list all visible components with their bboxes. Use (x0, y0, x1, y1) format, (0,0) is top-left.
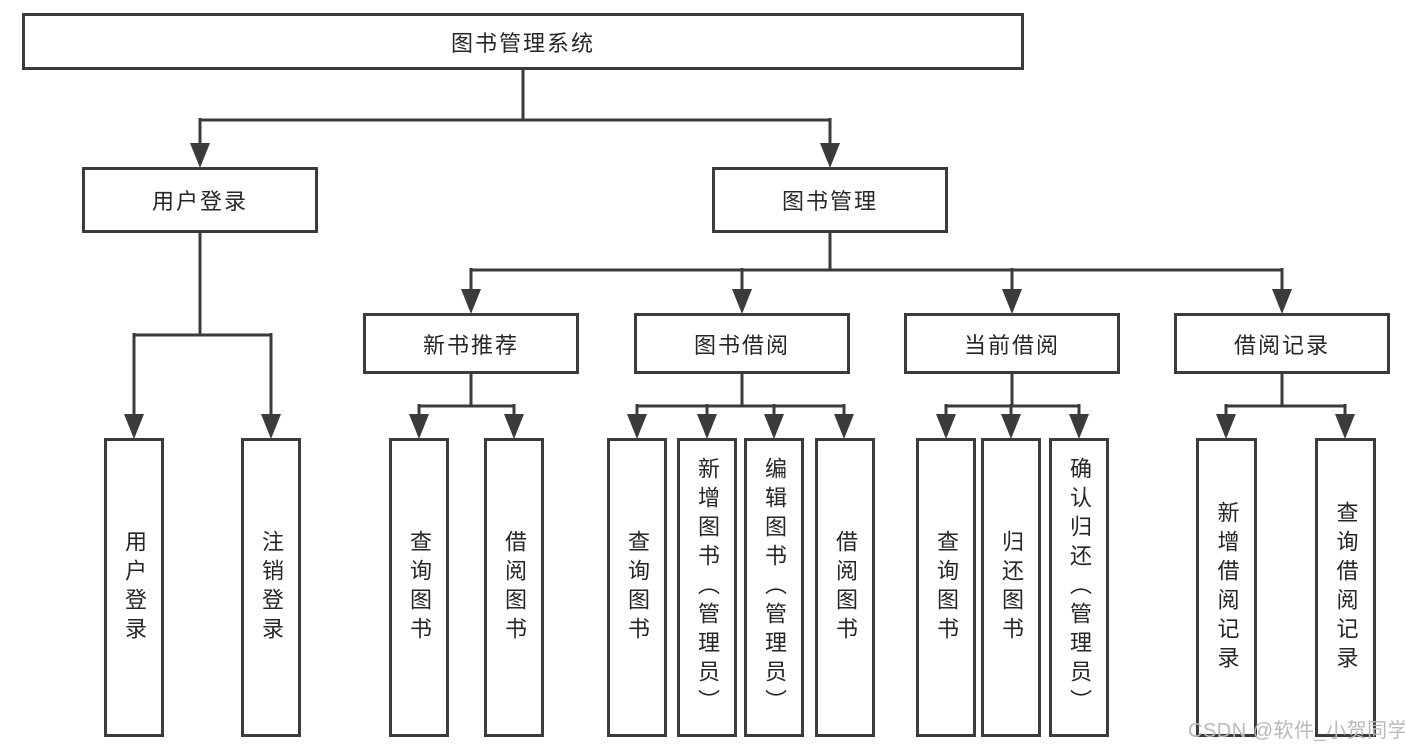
connector-borrow-to-leaves (627, 374, 854, 439)
leaf-query-books-recommend: 查询图书 (389, 438, 449, 737)
node-borrow-records-label: 借阅记录 (1233, 332, 1330, 358)
connector-current-to-leaves (936, 374, 1089, 439)
connector-management-to-level3 (461, 233, 1292, 314)
node-current-borrow-label: 当前借阅 (963, 332, 1060, 358)
connector-root-to-level2 (190, 70, 840, 168)
node-book-management: 图书管理 (712, 167, 948, 233)
leaf-query-books-current: 查询图书 (916, 438, 976, 737)
leaf-user-login-label: 用户登录 (122, 529, 147, 646)
leaf-confirm-return-admin: 确认归还（管理员） (1049, 438, 1109, 737)
connector-userlogin-to-leaves (124, 233, 281, 439)
leaf-add-borrow-record-label: 新增借阅记录 (1214, 500, 1240, 675)
leaf-edit-books-admin-label: 编辑图书（管理员） (762, 457, 787, 718)
leaf-query-borrow-record-label: 查询借阅记录 (1333, 500, 1359, 675)
leaf-user-login: 用户登录 (104, 438, 164, 737)
csdn-watermark: CSDN @软件_小贺同学 (1188, 720, 1405, 742)
leaf-borrow-books: 借阅图书 (815, 438, 875, 737)
node-current-borrow: 当前借阅 (904, 313, 1120, 374)
leaf-query-borrow-record: 查询借阅记录 (1315, 438, 1376, 737)
leaf-borrow-books-recommend: 借阅图书 (484, 438, 544, 737)
leaf-query-books-borrow: 查询图书 (607, 438, 667, 737)
node-user-login-label: 用户登录 (151, 189, 248, 214)
leaf-confirm-return-admin-label: 确认归还（管理员） (1067, 457, 1092, 718)
node-new-book-recommend: 新书推荐 (363, 313, 579, 374)
leaf-logout-label: 注销登录 (259, 529, 284, 646)
leaf-query-books-recommend-label: 查询图书 (407, 529, 432, 646)
connector-newbook-to-leaves (409, 374, 524, 439)
leaf-add-borrow-record: 新增借阅记录 (1196, 438, 1257, 737)
node-book-borrow-label: 图书借阅 (693, 332, 790, 358)
node-book-management-label: 图书管理 (781, 189, 878, 214)
leaf-logout: 注销登录 (241, 438, 301, 737)
node-book-borrow: 图书借阅 (634, 313, 850, 374)
leaf-add-books-admin-label: 新增图书（管理员） (695, 457, 720, 718)
leaf-borrow-books-label: 借阅图书 (833, 529, 858, 646)
node-root-label: 图书管理系统 (450, 30, 595, 56)
leaf-borrow-books-recommend-label: 借阅图书 (502, 529, 527, 646)
connector-records-to-leaves (1216, 374, 1355, 439)
leaf-edit-books-admin: 编辑图书（管理员） (744, 438, 804, 737)
node-user-login: 用户登录 (82, 167, 318, 233)
node-borrow-records: 借阅记录 (1174, 313, 1390, 374)
leaf-return-books: 归还图书 (981, 438, 1041, 737)
leaf-query-books-current-label: 查询图书 (934, 529, 959, 646)
node-new-book-recommend-label: 新书推荐 (422, 332, 519, 358)
leaf-return-books-label: 归还图书 (999, 529, 1024, 646)
leaf-add-books-admin: 新增图书（管理员） (677, 438, 737, 737)
node-root-library-system: 图书管理系统 (22, 13, 1024, 70)
leaf-query-books-borrow-label: 查询图书 (625, 529, 650, 646)
